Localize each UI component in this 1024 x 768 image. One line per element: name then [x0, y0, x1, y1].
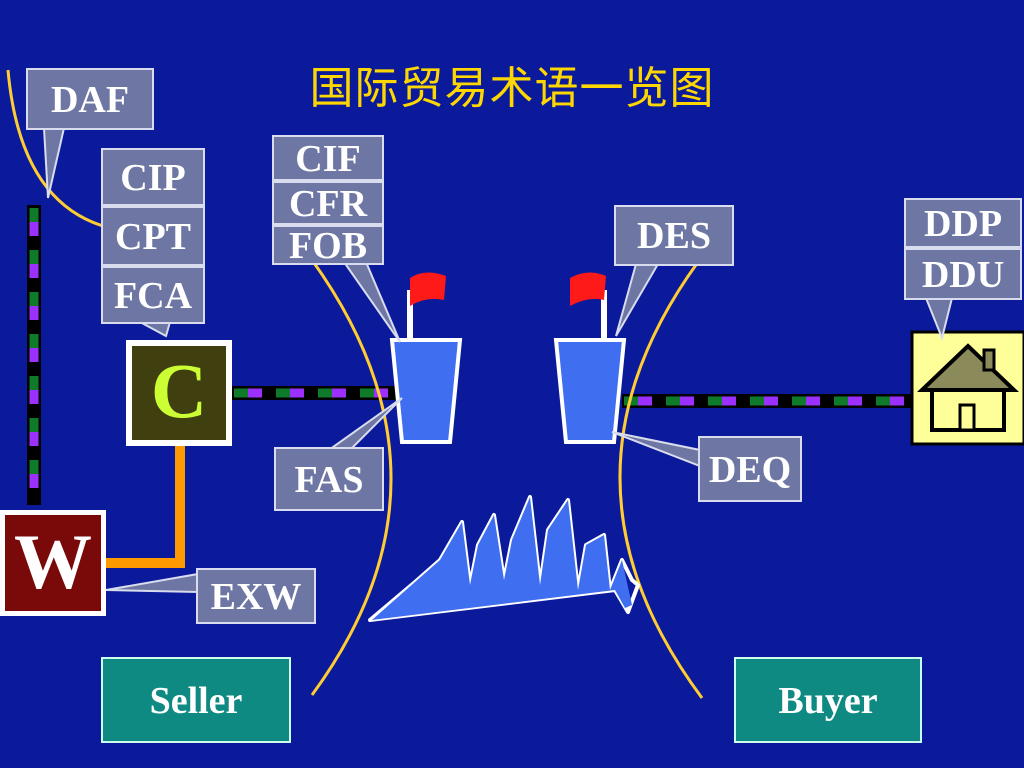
des-pointer — [615, 263, 660, 337]
wave-fill — [372, 497, 632, 620]
house-chimney-icon — [982, 348, 996, 372]
buyer-flag — [570, 272, 606, 306]
warehouse-node: W — [0, 510, 106, 616]
term-ddu: DDU — [904, 248, 1022, 300]
orange-road — [106, 446, 185, 568]
seller-flag — [410, 272, 446, 306]
term-fca: FCA — [101, 266, 205, 324]
term-cip: CIP — [101, 148, 205, 206]
page-title: 国际贸易术语一览图 — [309, 63, 715, 114]
buyer-ship — [553, 338, 627, 444]
term-des: DES — [614, 205, 734, 266]
fob-pointer — [342, 261, 401, 343]
daf-pointer — [42, 127, 66, 199]
term-cfr: CFR — [272, 181, 384, 225]
house-door-icon — [958, 403, 976, 432]
term-fas: FAS — [274, 447, 384, 511]
seller-coast-curve — [310, 259, 393, 696]
fca-pointer — [139, 321, 172, 338]
term-fob: FOB — [272, 225, 384, 265]
seller-ship — [389, 338, 463, 444]
term-exw: EXW — [196, 568, 316, 624]
exw-pointer — [105, 572, 199, 594]
term-ddp: DDP — [904, 198, 1022, 248]
term-deq: DEQ — [698, 436, 802, 502]
deq-pointer — [611, 431, 701, 468]
carrier-node: C — [126, 340, 232, 446]
term-cpt: CPT — [101, 206, 205, 266]
daf-border-curve — [6, 69, 111, 230]
term-cif: CIF — [272, 135, 384, 181]
seller-label: Seller — [101, 657, 291, 743]
term-daf: DAF — [26, 68, 154, 130]
buyer-label: Buyer — [734, 657, 922, 743]
fas-pointer — [322, 397, 403, 453]
buyer-coast-curve — [618, 261, 704, 699]
